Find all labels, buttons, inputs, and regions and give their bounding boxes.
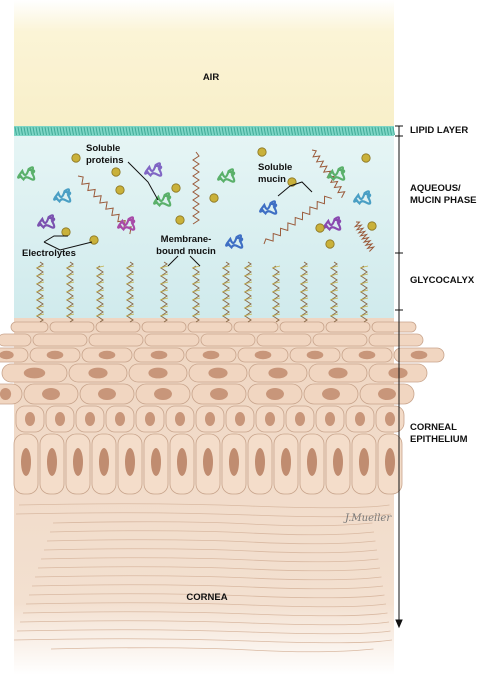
label-glycocalyx: GLYCOCALYX [410, 275, 475, 286]
callout-leaders [43, 161, 313, 267]
soluble-mucin-chains [77, 149, 376, 252]
label-lipid-layer: LIPID LAYER [410, 125, 469, 136]
membrane-bound-mucins [35, 261, 369, 323]
label-air: AIR [202, 72, 220, 83]
callout-soluble-proteins: Soluble proteins [86, 143, 124, 166]
label-corneal-epithelium: CORNEAL EPITHELIUM [410, 422, 468, 445]
callout-electrolytes: Electrolytes [22, 248, 76, 259]
lipid-layer-band [14, 126, 395, 136]
callout-membrane-bound-mucin: Membrane- bound mucin [156, 234, 216, 257]
label-aqueous-mucin-phase: AQUEOUS/ MUCIN PHASE [410, 183, 477, 206]
electrolyte-dots [61, 147, 377, 249]
cornea-stroma-fibers [13, 503, 393, 653]
layer-bracket [395, 125, 403, 629]
artist-signature: J.Mueller [345, 513, 392, 524]
callout-soluble-mucin: Soluble mucin [258, 162, 293, 185]
soluble-protein-blobs [17, 162, 372, 250]
corneal-epithelium-cells [0, 321, 445, 495]
label-cornea: CORNEA [186, 592, 228, 603]
air-region [14, 0, 394, 128]
